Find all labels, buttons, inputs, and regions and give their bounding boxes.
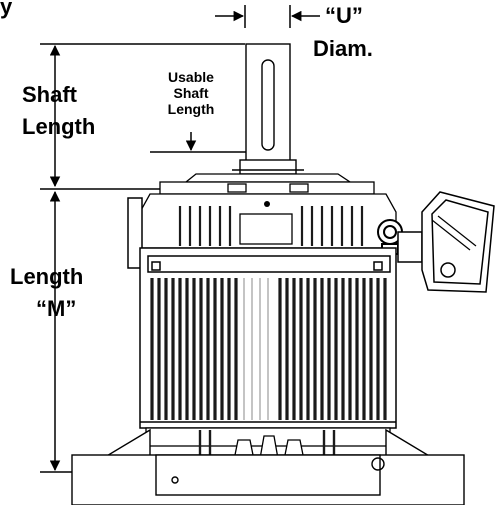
u-diameter-dimension (215, 5, 320, 28)
motor-shaft (232, 43, 304, 175)
usable-shaft-label-line2: Shaft (173, 85, 209, 101)
side-flange (127, 197, 143, 269)
shaft-length-label-line2: Length (22, 114, 96, 139)
mounting-base (71, 428, 465, 505)
u-diam-label-line1: “U” (325, 3, 363, 28)
bearing-cap (159, 173, 375, 195)
stator-frame (139, 247, 397, 429)
usable-shaft-label-line3: Length (167, 101, 215, 117)
length-m-label-line2: “M” (36, 296, 77, 321)
conduit-box (397, 191, 495, 293)
corner-fragment-label: y (0, 0, 13, 19)
length-m-label-line1: Length (10, 264, 84, 289)
usable-shaft-length-dimension (150, 132, 262, 153)
usable-shaft-label-line1: Usable (168, 69, 214, 85)
shaft-length-label-line1: Shaft (22, 82, 77, 107)
u-diam-label-line2: Diam. (313, 36, 373, 61)
upper-end-bell (139, 193, 397, 249)
